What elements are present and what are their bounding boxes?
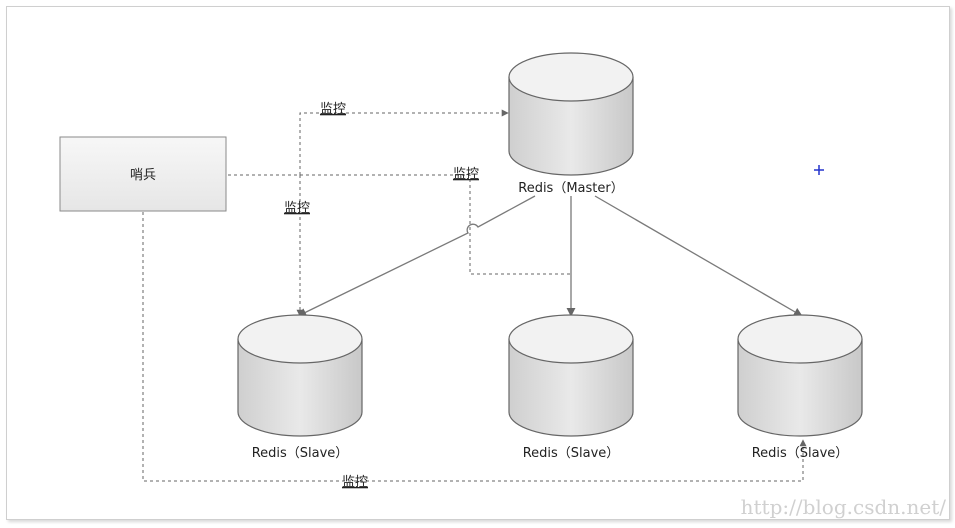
slave-cylinder-right: Redis（Slave） <box>737 314 863 461</box>
master-cylinder: Redis（Master） <box>508 52 634 196</box>
slave-middle-label: Redis（Slave） <box>523 446 620 461</box>
arrow-master-to-slave-right <box>594 195 803 317</box>
edge-labels: 监控 监控 监控 监控 <box>284 102 479 490</box>
sentinel-label: 哨兵 <box>130 168 156 183</box>
slave-left-label: Redis（Slave） <box>252 446 349 461</box>
edge-label-monitor-master: 监控 <box>320 102 346 117</box>
edge-label-monitor-slave-left: 监控 <box>284 201 310 216</box>
monitor-lines <box>142 109 807 482</box>
crosshair-cursor-icon <box>814 165 824 175</box>
monitor-line-slave-middle <box>228 174 571 275</box>
monitor-line-slave-right <box>142 212 807 482</box>
edge-label-monitor-slave-right: 监控 <box>342 475 368 490</box>
slave-cylinder-left: Redis（Slave） <box>237 314 363 461</box>
slave-right-label: Redis（Slave） <box>752 446 849 461</box>
replication-arrows <box>297 195 803 317</box>
monitor-line-master <box>228 109 509 176</box>
master-label: Redis（Master） <box>518 181 623 196</box>
arrow-master-to-slave-left <box>297 195 536 317</box>
edge-label-monitor-slave-middle: 监控 <box>453 167 479 182</box>
slave-cylinder-middle: Redis（Slave） <box>508 314 634 461</box>
watermark: http://blog.csdn.net/ <box>741 495 947 519</box>
sentinel-node: 哨兵 <box>59 136 227 212</box>
